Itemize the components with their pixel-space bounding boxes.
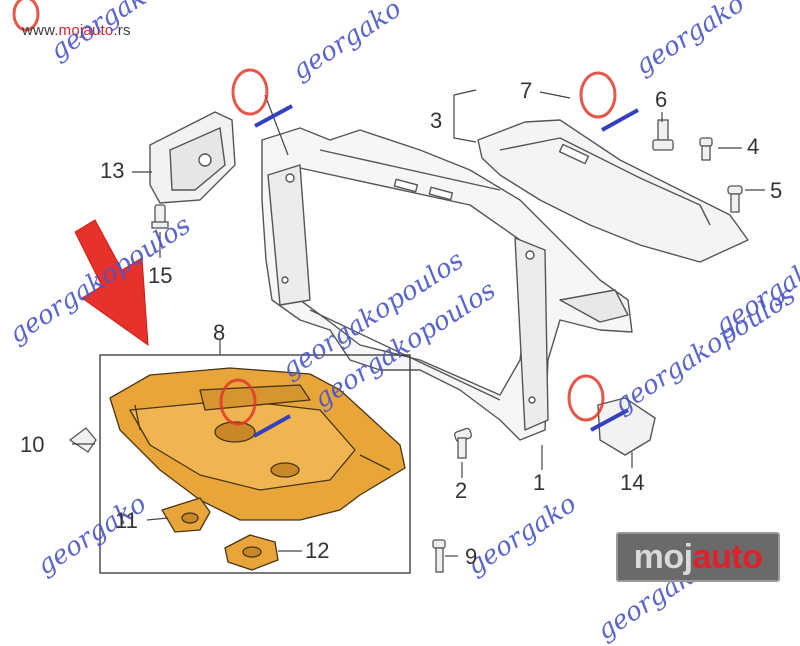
- undercover-clips: [161, 497, 279, 571]
- undercover-callout-box: [99, 354, 411, 574]
- part-label: 6: [655, 87, 668, 112]
- side-bracket: [597, 397, 656, 456]
- fasteners: [68, 119, 743, 573]
- part-label: 3: [430, 108, 443, 133]
- part-label: 12: [305, 538, 330, 563]
- parts-diagram: www.mojauto.rs georgako georgako georgak…: [4, 0, 800, 646]
- part-label: 10: [20, 432, 45, 457]
- part-label: 5: [770, 178, 783, 203]
- engine-undercover: [109, 367, 406, 521]
- radiator-support-frame: [261, 127, 633, 441]
- diagram-drawing: [12, 0, 765, 574]
- part-label: 8: [213, 320, 226, 345]
- part-label: 13: [100, 158, 125, 183]
- watermark-underlines: [253, 104, 639, 438]
- leader-lines: [72, 89, 765, 557]
- part-label: 14: [620, 470, 645, 495]
- site-url[interactable]: www.mojauto.rs: [22, 22, 131, 39]
- part-label: 4: [747, 134, 760, 159]
- part-label: 7: [520, 78, 533, 103]
- watermark-seals: [12, 0, 617, 426]
- upper-cover-panel: [477, 119, 749, 263]
- part-label: 2: [455, 478, 468, 503]
- highlight-arrow: [74, 219, 149, 347]
- part-label: 1: [533, 470, 546, 495]
- part-label: 15: [148, 263, 173, 288]
- part-label: 9: [465, 544, 478, 569]
- bracket-part: [149, 111, 236, 204]
- part-label: 11: [115, 508, 138, 533]
